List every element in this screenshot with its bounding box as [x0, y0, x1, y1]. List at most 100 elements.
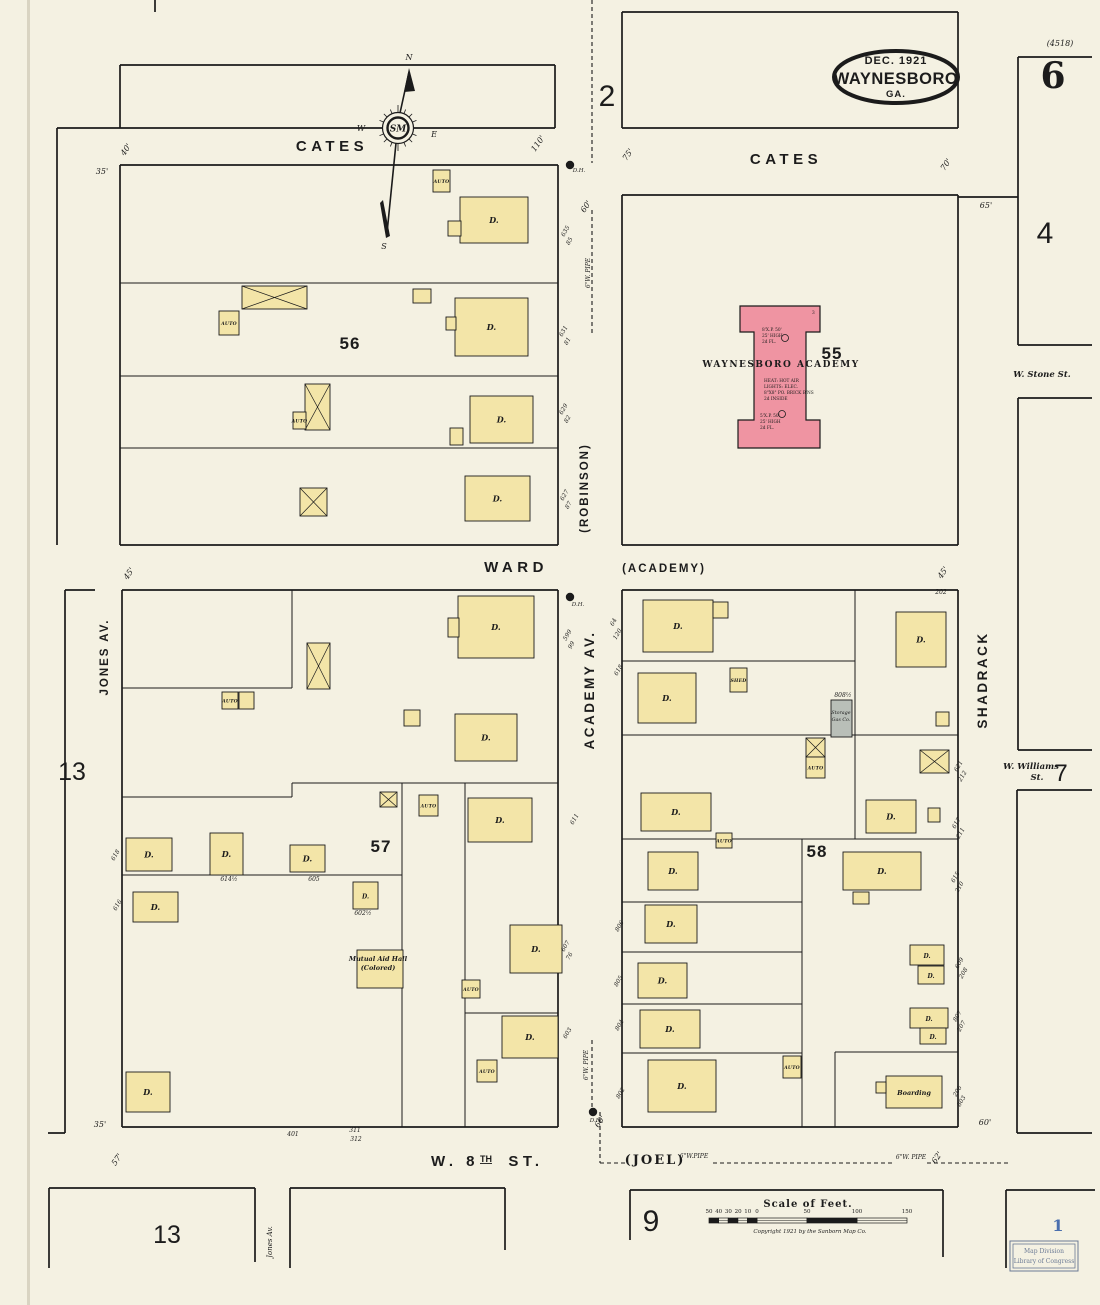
map-label: D.H. — [571, 602, 585, 608]
map-label: (JOEL) — [625, 1153, 686, 1168]
cross-mark — [379, 791, 398, 808]
stable-building — [241, 285, 308, 310]
map-label: 401 — [286, 1131, 298, 1138]
map-label: 802 — [615, 1086, 627, 1100]
compass-spike — [408, 113, 413, 118]
building-use-label: SHED — [731, 678, 747, 684]
dwelling-building-outline — [125, 1071, 171, 1113]
compass-spike — [389, 109, 393, 114]
academy-note: 25' HIGH — [760, 420, 781, 425]
academy-note: HEAT: HOT AIR — [764, 379, 800, 384]
dwelling-building: D. — [457, 595, 535, 659]
stable-building — [379, 791, 398, 808]
boarding-house-building-outline — [885, 1075, 943, 1109]
building-label: D. — [665, 919, 676, 929]
map-label: Gas Co. — [832, 717, 851, 723]
cross-mark — [241, 285, 308, 310]
outbuilding — [447, 220, 462, 237]
map-label: WAYNESBORO ACADEMY — [701, 360, 859, 370]
map-label: 621 — [953, 760, 965, 773]
map-label: 99 — [567, 640, 577, 650]
hydrant-dots — [565, 160, 598, 1117]
scale-title: Scale of Feet. — [763, 1199, 852, 1210]
academy-footprint — [737, 305, 821, 449]
building-label: D. — [924, 1016, 932, 1023]
auto-garage-building: AUTO — [432, 169, 451, 193]
outbuilding — [935, 711, 950, 727]
map-label: 58 — [807, 842, 828, 861]
compass-spike — [412, 119, 417, 123]
dwelling-building-outline — [132, 891, 179, 923]
map-label: 13 — [153, 1221, 181, 1249]
storage-gas-building — [830, 699, 853, 738]
dwelling-building: D. — [209, 832, 244, 876]
dwelling-building: D. — [289, 844, 326, 873]
plate-number: 1 — [1052, 1216, 1063, 1235]
outbuilding-outline — [238, 691, 255, 710]
outbuilding-outline — [852, 891, 870, 905]
dwelling-building: D. — [125, 837, 173, 872]
dwelling-building-outline — [637, 962, 688, 999]
map-label: 803 — [956, 1094, 968, 1108]
stamp-line1: Map Division — [1024, 1248, 1064, 1255]
map-label: 13 — [58, 758, 86, 786]
map-label: 635 — [560, 224, 572, 238]
compass-spike — [403, 142, 407, 147]
map-label: D.H. — [589, 1118, 603, 1124]
academy-note: LIGHTS: ELEC. — [764, 385, 798, 390]
academy-note: 3 — [812, 311, 815, 316]
map-label: 603 — [562, 1026, 574, 1040]
auto-garage-building: AUTO — [715, 832, 733, 849]
auto-garage-building: AUTO — [461, 979, 481, 999]
map-label: 607 — [560, 939, 572, 953]
dwelling-building: D. — [125, 1071, 171, 1113]
dwelling-building: D. — [454, 297, 529, 357]
dwelling-building: D. — [132, 891, 179, 923]
dwelling-building-outline — [454, 713, 518, 762]
map-label: 605 — [308, 876, 320, 883]
map-label: 120 — [612, 627, 624, 641]
outbuilding — [927, 807, 941, 823]
auto-garage-building-outline — [218, 310, 240, 336]
building-label: D. — [480, 733, 491, 743]
dwelling-building: D. — [909, 1007, 949, 1029]
auto-garage-building: AUTO — [418, 794, 439, 817]
academy-note: 2d FL. — [762, 340, 776, 345]
academy-note: 2d FL. — [760, 426, 774, 431]
map-label: 609 — [954, 956, 966, 970]
auto-garage-building-outline — [461, 979, 481, 999]
compass-spike — [379, 133, 384, 137]
cross-mark — [306, 642, 331, 690]
map-label: W. Williams — [1003, 762, 1059, 772]
cross-mark — [304, 383, 331, 431]
building-label: D. — [661, 693, 672, 703]
dwelling-building: D. — [647, 1059, 717, 1113]
dwelling-building: D. — [454, 713, 518, 762]
map-label: 76 — [565, 951, 575, 961]
building-label: D. — [494, 815, 505, 825]
scale-tick: 150 — [902, 1209, 913, 1215]
dwelling-building: D. — [919, 1027, 947, 1045]
dwelling-building-outline — [644, 904, 698, 944]
sheet-number: 6 — [1040, 55, 1065, 97]
dwelling-building-outline — [640, 792, 712, 832]
outbuilding — [852, 891, 870, 905]
outbuilding-outline — [403, 709, 421, 727]
scale-copyright: Copyright 1921 by the Sanborn Map Co. — [753, 1229, 866, 1235]
outbuilding-outline — [449, 427, 464, 446]
title-state: GA. — [886, 89, 906, 100]
auto-garage-building: AUTO — [291, 411, 307, 430]
title-date: DEC. 1921 — [865, 55, 928, 67]
compass-inner-ring — [386, 116, 410, 140]
building-label: D. — [922, 953, 930, 960]
map-label: 65' — [980, 201, 992, 210]
map-label: 616 — [112, 898, 124, 912]
dwelling-building: D. — [917, 965, 945, 985]
building-label: D. — [488, 215, 499, 225]
compass-east-label: E — [430, 130, 437, 139]
auto-garage-building-outline — [805, 756, 826, 779]
building-label: D. — [530, 944, 541, 954]
